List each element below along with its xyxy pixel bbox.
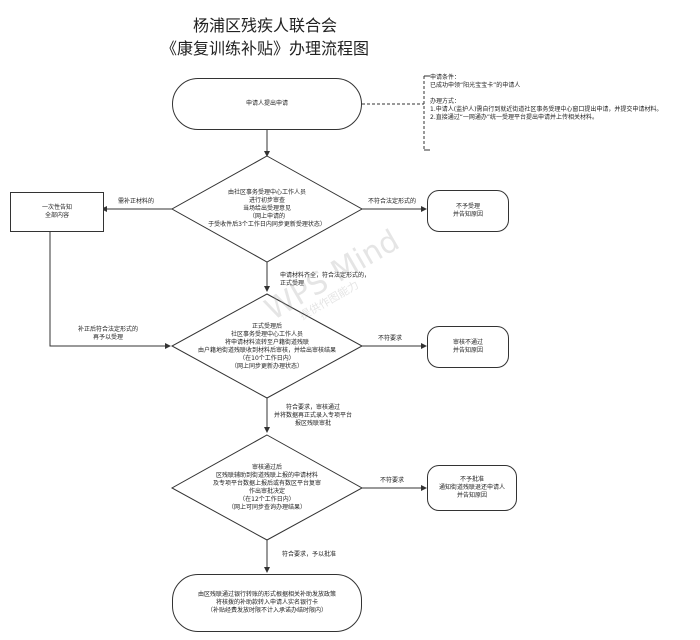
node-review-failed: 审核不通过 并告知原因 [427,326,509,368]
label-not-legal-form: 不符合法定形式的 [368,198,417,205]
decision-diamond-3 [170,434,364,541]
page-title-line2: 《康复训练补贴》办理流程图 [160,39,369,58]
label-supplement-materials: 需补正材料的 [118,198,155,205]
page-title-line1: 杨浦区残疾人联合会 [192,16,337,35]
application-conditions-note: 申请条件： 已成功申领“阳光宝宝卡”的申请人 办理方式： 1.申请人(监护人)需… [430,74,663,121]
node-one-time-notice: 一次性告知 全部内容 [10,192,104,232]
node-subsidy-payment: 由区残联通过银行转账的形式根据相关补助发放政策 将核拨的补助款转入申请人实名银行… [172,574,362,632]
node-not-approved: 不予批准 通知街道残联退还申请人 并告知原因 [427,465,517,511]
label-resubmit: 补正后符合法定形式的 再予以受理 [78,326,139,341]
node-district-approval: 审核通过后 区残联辅助到街道残联上报的申请材料 及专项平台数据上报后或有数区平台… [212,464,321,511]
arrow-supplement-to-review2 [49,230,171,349]
node-not-accepted: 不予受理 并告知原因 [427,190,509,232]
label-not-met-3: 不符要求 [380,477,405,484]
node-start-application: 申请人提出申请 [172,78,362,130]
label-accepted: 申请材料齐全，符合法定形式的， 正式受理 [280,272,371,287]
label-not-met-2: 不符要求 [378,335,403,342]
node-formal-review: 正式受理后 社区事务受理中心工作人员 将申请材料流转至户籍街道残联 由户籍地街道… [197,323,336,370]
label-met-3: 符合要求，予以批准 [282,551,337,558]
decision-diamond-2 [170,293,364,399]
decision-diamond-1 [170,155,364,263]
node-initial-review: 由社区事务受理中心工作人员 进行初步审查 当场给出受理意见 （网上申请的 于受收… [208,189,326,228]
label-met-2: 符合要求，审核通过 并将数据再正式录入专项平台 报区残联审批 [274,404,353,427]
